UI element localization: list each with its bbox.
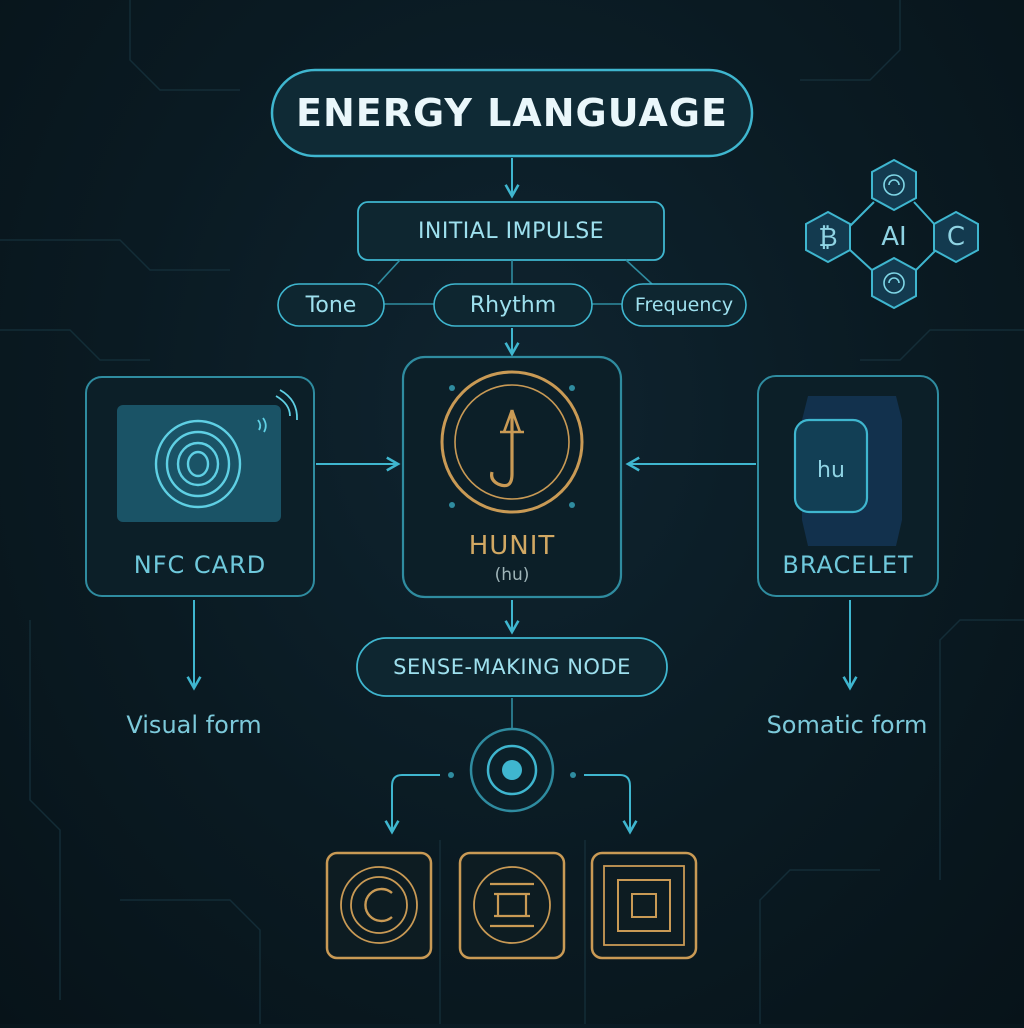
hex-swirl-icons (883, 174, 905, 294)
hex-cluster (805, 158, 979, 310)
nfc-wave-icon (257, 389, 298, 433)
sense-node-label: SENSE-MAKING NODE (393, 655, 631, 679)
nfc-card-label: NFC CARD (133, 551, 267, 579)
sense-node-box (356, 637, 668, 697)
hex-right-label: C (946, 222, 966, 252)
tone-label: Tone (305, 292, 357, 318)
hunit-label: HUNIT (468, 531, 556, 561)
frequency-pill (621, 283, 747, 327)
bitcoin-icon: ₿ (818, 222, 838, 253)
nfc-spiral-icon (154, 419, 242, 509)
diagram-title: ENERGY LANGUAGE (296, 91, 728, 135)
initial-impulse-label: INITIAL IMPULSE (417, 218, 605, 244)
nfc-card-graphic (117, 405, 281, 522)
hex-center-label: AI (881, 222, 907, 252)
hex-right (933, 210, 979, 264)
rhythm-label: Rhythm (469, 292, 557, 318)
hex-left (805, 210, 851, 264)
watch-screen-text: hu (817, 457, 845, 483)
title-pill (270, 68, 754, 158)
glyph-tile-pillar (458, 851, 566, 960)
rhythm-pill (433, 283, 593, 327)
hex-top (871, 158, 917, 212)
visual-form-label: Visual form (126, 711, 262, 739)
somatic-form-label: Somatic form (766, 711, 928, 739)
node-target-icon (448, 727, 576, 813)
initial-impulse-box (357, 201, 665, 261)
watch-icon (793, 396, 902, 546)
hunit-abbr: (hu) (494, 565, 530, 585)
tone-pill (277, 283, 385, 327)
hex-bottom (871, 256, 917, 310)
glyph-tile-circle (325, 851, 433, 960)
hunit-emblem-icon (440, 370, 584, 514)
frequency-label: Frequency (634, 294, 734, 316)
glyph-tile-square (590, 851, 698, 960)
bracelet-label: BRACELET (782, 551, 914, 579)
